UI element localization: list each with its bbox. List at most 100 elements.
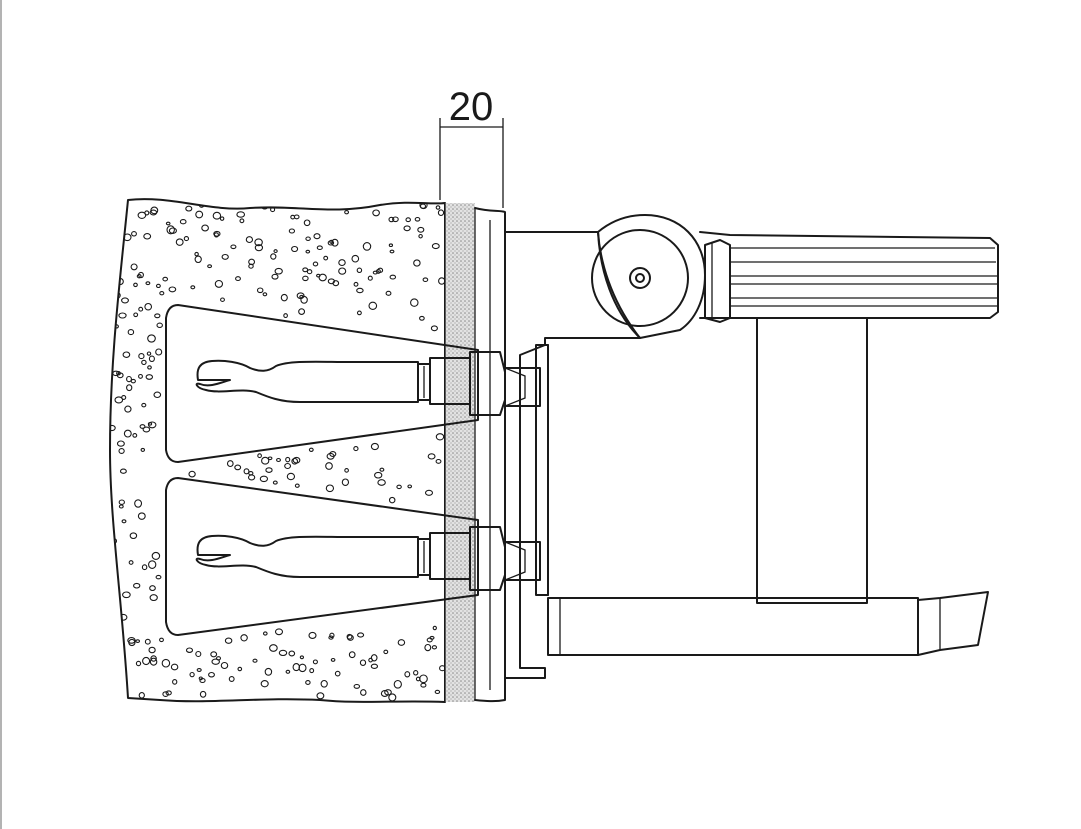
serrated-strip <box>535 344 549 596</box>
aggregate-particle <box>410 298 419 307</box>
aggregate-particle <box>142 656 151 666</box>
aggregate-particle <box>308 447 314 452</box>
aggregate-particle <box>344 468 349 473</box>
aggregate-particle <box>368 301 378 310</box>
aggregate-particle <box>323 255 329 261</box>
aggregate-particle <box>168 227 177 234</box>
rail-bottom <box>547 591 989 656</box>
aggregate-particle <box>316 245 323 251</box>
aggregate-particle <box>273 249 278 254</box>
aggregate-particle <box>265 467 273 473</box>
aggregate-particle <box>194 255 202 264</box>
aggregate-particle <box>118 499 125 505</box>
aggregate-particle <box>121 297 129 304</box>
aggregate-particle <box>356 287 364 294</box>
aggregate-particle <box>331 238 339 247</box>
aggregate-particle <box>148 355 155 363</box>
aggregate-particle <box>261 456 270 465</box>
aggregate-particle <box>309 668 315 674</box>
aggregate-particle <box>143 233 152 240</box>
aggregate-particle <box>431 243 440 250</box>
aggregate-particle <box>388 216 395 223</box>
aggregate-particle <box>270 253 277 260</box>
aggregate-particle <box>119 468 127 474</box>
aggregate-particle <box>243 468 250 475</box>
aggregate-particle <box>254 244 264 252</box>
aggregate-particle <box>114 396 124 404</box>
aggregate-particle <box>260 680 269 688</box>
aggregate-particle <box>132 433 138 438</box>
aggregate-particle <box>141 359 147 366</box>
aggregate-particle <box>374 471 383 479</box>
aggregate-particle <box>264 667 273 676</box>
aggregate-particle <box>179 219 187 225</box>
aggregate-particle <box>146 351 152 356</box>
aggregate-particle <box>230 244 237 250</box>
aggregate-particle <box>393 679 402 689</box>
aggregate-particle <box>144 638 151 645</box>
aggregate-particle <box>385 290 392 296</box>
aggregate-particle <box>269 644 278 652</box>
aggregate-particle <box>155 283 161 289</box>
concrete-body <box>109 198 446 703</box>
aggregate-particle <box>360 689 367 696</box>
aggregate-particle <box>298 663 307 673</box>
aggregate-particle <box>332 203 338 209</box>
aggregate-particle <box>135 639 141 643</box>
aggregate-particle <box>112 370 120 377</box>
aggregate-particle <box>262 631 268 636</box>
aggregate-particle <box>245 236 254 244</box>
aggregate-particle <box>252 658 258 663</box>
aggregate-particle <box>330 657 336 662</box>
aggregate-particle <box>239 218 245 224</box>
aggregate-particle <box>308 631 317 639</box>
hinge-pin <box>591 229 689 327</box>
aggregate-particle <box>291 245 299 253</box>
aggregate-particle <box>220 661 229 670</box>
aggregate-particle <box>426 637 433 643</box>
aggregate-particle <box>153 391 162 399</box>
aggregate-particle <box>420 682 427 688</box>
aggregate-particle <box>234 464 242 471</box>
aggregate-particle <box>438 277 445 285</box>
aggregate-particle <box>137 512 146 520</box>
aggregate-particle <box>313 233 321 240</box>
aggregate-particle <box>377 267 384 273</box>
aggregate-particle <box>199 690 207 698</box>
aggregate-particle <box>344 210 350 215</box>
aggregate-particle <box>207 264 213 269</box>
aggregate-particle <box>128 560 134 565</box>
aggregate-particle <box>292 663 301 672</box>
aggregate-particle <box>325 484 335 493</box>
aggregate-particle <box>372 209 380 217</box>
aggregate-particle <box>274 267 283 275</box>
aggregate-particle <box>346 634 354 641</box>
aggregate-particle <box>306 269 313 275</box>
aggregate-particle <box>114 214 120 219</box>
aggregate-particle <box>312 659 318 665</box>
aggregate-particle <box>430 325 438 332</box>
aggregate-particle <box>291 457 299 465</box>
aggregate-particle <box>424 489 434 496</box>
aggregate-particle <box>280 293 288 302</box>
aggregate-particle <box>208 671 215 678</box>
aggregate-particle <box>201 224 209 232</box>
aggregate-particle <box>116 440 125 447</box>
aggregate-particle <box>370 442 379 451</box>
aggregate-particle <box>316 273 321 278</box>
aggregate-particle <box>338 259 346 267</box>
aggregate-particle <box>131 231 137 237</box>
aggregate-particle <box>338 267 347 275</box>
aggregate-particle <box>262 292 268 297</box>
aggregate-particle <box>215 656 222 661</box>
aggregate-particle <box>320 679 328 688</box>
aggregate-particle <box>122 591 131 599</box>
aggregate-particle <box>149 585 156 592</box>
aggregate-particle <box>147 365 152 370</box>
aggregate-particle <box>362 242 372 251</box>
anchor-cavity-lower <box>165 477 479 636</box>
aggregate-particle <box>185 205 193 212</box>
aggregate-particle <box>334 670 341 677</box>
aggregate-particle <box>240 634 248 642</box>
